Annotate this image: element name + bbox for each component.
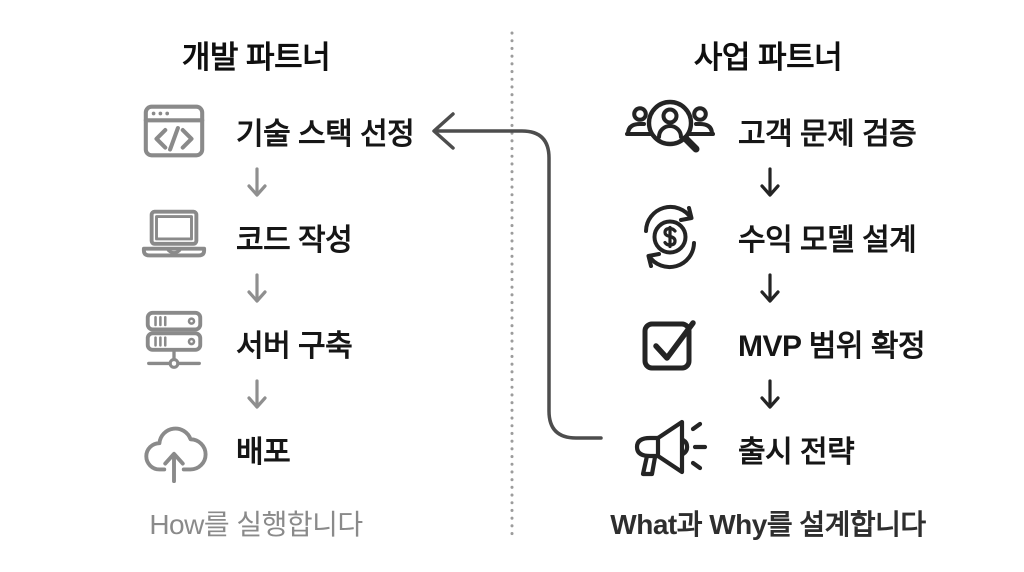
- biz-partner-title: 사업 파트너: [693, 40, 843, 75]
- code-window-icon: [138, 96, 210, 166]
- biz-partner-flow: 고객 문제 검증 수익 모델 설계: [620, 96, 926, 484]
- down-arrow-icon: [138, 166, 376, 202]
- step-tech-stack: 기술 스택 선정: [138, 96, 415, 166]
- step-label: 고객 문제 검증: [738, 118, 917, 151]
- return-arrow: [435, 129, 603, 440]
- customer-search-icon: [620, 96, 720, 166]
- revenue-cycle-icon: [620, 202, 720, 272]
- down-arrow-icon: [620, 272, 920, 308]
- checkbox-check-icon: [620, 308, 720, 378]
- return-arrow-head: [432, 112, 455, 150]
- step-revenue-model: 수익 모델 설계: [620, 202, 925, 272]
- dev-partner-footer: How를 실행합니다: [149, 509, 363, 540]
- step-label: 배포: [236, 436, 291, 469]
- cloud-upload-icon: [138, 414, 210, 484]
- step-label: 서버 구축: [236, 330, 353, 363]
- step-write-code: 코드 작성: [138, 202, 414, 272]
- megaphone-icon: [620, 414, 720, 484]
- down-arrow-icon: [620, 378, 920, 414]
- step-mvp-scope: MVP 범위 확정: [620, 308, 926, 378]
- step-label: 기술 스택 선정: [236, 118, 415, 151]
- step-label: MVP 범위 확정: [738, 330, 926, 363]
- dev-partner-flow: 기술 스택 선정 코드 작성: [138, 96, 415, 484]
- dev-partner-title: 개발 파트너: [181, 40, 331, 75]
- step-label: 출시 전략: [738, 436, 855, 469]
- step-label: 코드 작성: [236, 224, 353, 257]
- step-customer-validation: 고객 문제 검증: [620, 96, 925, 166]
- step-server-setup: 서버 구축: [138, 308, 414, 378]
- step-label: 수익 모델 설계: [738, 224, 917, 257]
- biz-partner-footer: What과 Why를 설계합니다: [610, 509, 926, 540]
- down-arrow-icon: [138, 272, 376, 308]
- down-arrow-icon: [138, 378, 376, 414]
- step-deploy: 배포: [138, 414, 414, 484]
- step-launch-strategy: 출시 전략: [620, 414, 925, 484]
- down-arrow-icon: [620, 166, 920, 202]
- server-icon: [138, 308, 210, 378]
- laptop-icon: [138, 202, 210, 272]
